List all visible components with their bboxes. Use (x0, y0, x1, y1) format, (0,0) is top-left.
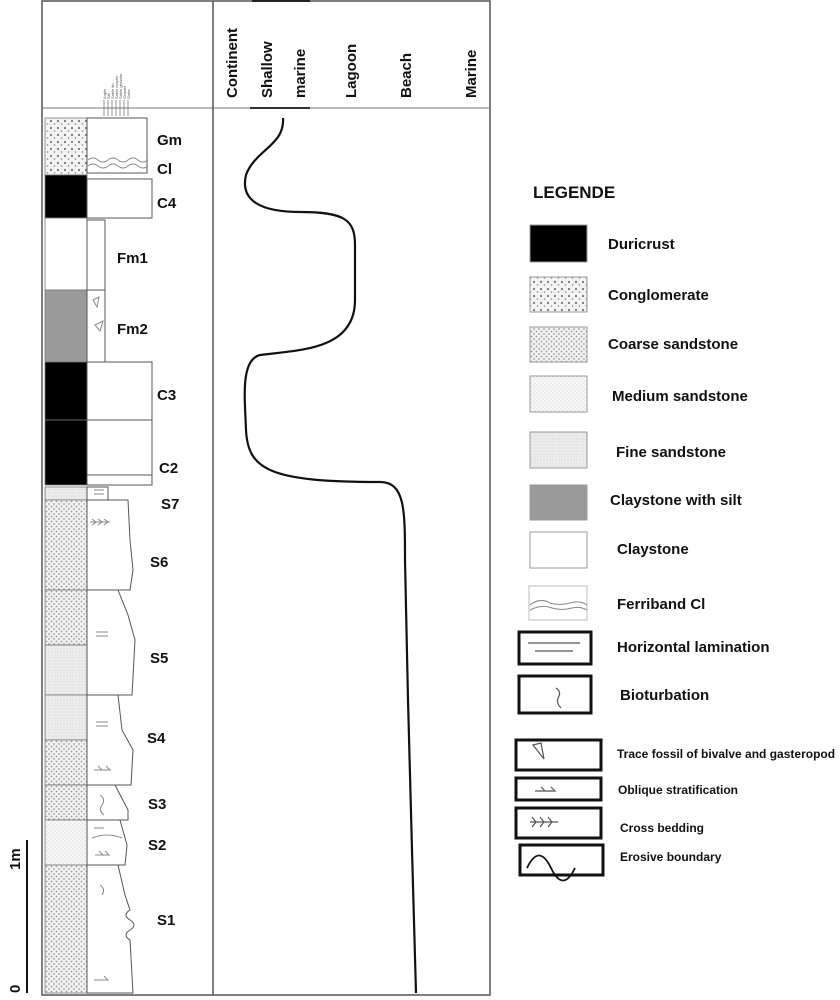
unit-label: Cl (157, 161, 172, 178)
grain-label: Silt (106, 93, 111, 99)
env-marine: Marine (463, 50, 480, 98)
env-lagoon: Lagoon (343, 44, 360, 98)
log-profile (86, 117, 153, 994)
unit-label: C4 (157, 195, 177, 212)
environment-headers: Continent Shallow marine Lagoon Beach Ma… (224, 28, 480, 98)
unit-label: C3 (157, 387, 176, 404)
env-continent: Continent (224, 28, 241, 98)
unit-labels: Gm Cl C4 Fm1 Fm2 C3 C2 S7 S6 S5 S4 S3 S2… (117, 132, 182, 929)
unit-label: Fm1 (117, 250, 148, 267)
legend-item-label: Fine sandstone (616, 444, 726, 461)
grain-label: Sable fin (110, 83, 115, 99)
lithology-column (44, 117, 88, 994)
legend-item-label: Claystone with silt (610, 492, 742, 509)
unit-label: S3 (148, 796, 166, 813)
legend-item-label: Medium sandstone (612, 388, 748, 405)
legend-title: LEGENDE (533, 183, 615, 202)
legend-item-label: Trace fossil of bivalve and gasteropod (617, 747, 835, 761)
unit-label: S7 (161, 496, 179, 513)
env-beach: Beach (398, 53, 415, 98)
unit-label: Fm2 (117, 321, 148, 338)
legend-item-label: Erosive boundary (620, 850, 722, 864)
legend-item-label: Duricrust (608, 236, 675, 253)
env-shallow: Shallow (259, 41, 276, 98)
legend: LEGENDE Duricrust (514, 183, 835, 882)
grain-label: Argile (102, 88, 107, 99)
environment-curve (243, 117, 418, 994)
legend-item-label: Horizontal lamination (617, 639, 770, 656)
grain-label: Sable grossier (118, 73, 123, 99)
legend-item-label: Cross bedding (620, 821, 704, 835)
env-marine-sub: marine (292, 49, 309, 98)
grain-label: Galet (126, 89, 131, 99)
scale-label-0: 0 (7, 985, 24, 993)
legend-item-label: Coarse sandstone (608, 336, 738, 353)
scale-bar: 1m 0 (7, 840, 28, 993)
unit-label: S6 (150, 554, 168, 571)
legend-item-label: Claystone (617, 541, 689, 558)
legend-item-label: Conglomerate (608, 287, 709, 304)
legend-item-label: Oblique stratification (618, 783, 738, 797)
unit-label: C2 (159, 460, 178, 477)
unit-label: Gm (157, 132, 182, 149)
grain-label: Gravier (122, 85, 127, 99)
legend-item-label: Ferriband Cl (617, 596, 705, 613)
grain-label: Sable moyen (114, 76, 119, 99)
scale-label-1m: 1m (7, 848, 24, 870)
legend-item-label: Bioturbation (620, 687, 709, 704)
unit-label: S2 (148, 837, 166, 854)
grain-size-scale: Argile Silt Sable fin Sable moyen Sable … (102, 73, 131, 116)
unit-label: S1 (157, 912, 175, 929)
unit-label: S5 (150, 650, 168, 667)
unit-label: S4 (147, 730, 166, 747)
